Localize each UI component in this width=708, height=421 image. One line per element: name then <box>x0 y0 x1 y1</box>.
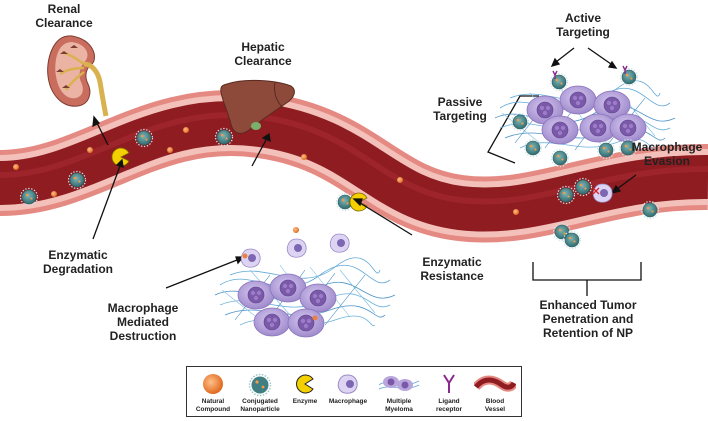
conjugated-nanoparticle-icon <box>248 373 272 397</box>
macrophages-lower <box>240 233 350 321</box>
legend-label: Ligand receptor <box>435 398 462 413</box>
legend-item-natural-compound: Natural Compound <box>191 367 235 418</box>
ligand-receptor-icon <box>443 374 455 393</box>
enzyme-icon <box>296 374 314 394</box>
legend-item-blood-vessel: Blood Vessel <box>471 367 519 418</box>
legend-label: Conjugated Nanoparticle <box>240 398 280 413</box>
kidney-icon <box>47 35 109 117</box>
legend-item-ligand-receptor: Ligand receptor <box>427 367 471 418</box>
liver-icon <box>220 79 295 134</box>
brackets <box>487 95 642 296</box>
legend-label: Blood Vessel <box>484 398 506 413</box>
hepatic-clearance-label: Hepatic Clearance <box>234 40 292 68</box>
enzymatic-degradation-label: Enzymatic Degradation <box>42 248 113 276</box>
blood-vessel-icon <box>474 375 516 392</box>
legend-label: Multiple Myeloma <box>385 398 413 413</box>
enhanced-tumor-label: Enhanced Tumor Penetration and Retention… <box>539 298 637 340</box>
arrows <box>92 47 637 289</box>
legend-item-enzyme: Enzyme <box>285 367 325 418</box>
legend-item-macrophage: Macrophage <box>325 367 371 418</box>
legend-box: Natural Compound Conjugated Nanoparticle… <box>186 366 522 417</box>
macrophage-icon <box>337 374 358 394</box>
vessel-compounds <box>13 127 519 233</box>
renal-clearance-label: Renal Clearance <box>35 2 93 30</box>
tumor-myeloma-upper <box>526 85 647 145</box>
active-targeting-label: Active Targeting <box>556 11 610 39</box>
legend-label: Natural Compound <box>195 398 231 413</box>
tumor-myeloma-lower <box>237 273 337 338</box>
natural-compound-icon <box>203 374 223 394</box>
macrophage-destruction-label: Macrophage Mediated Destruction <box>107 301 179 343</box>
multiple-myeloma-icon <box>378 376 420 391</box>
enzymatic-resistance-label: Enzymatic Resistance <box>420 255 484 283</box>
passive-targeting-label: Passive Targeting <box>433 95 487 123</box>
legend-item-conjugated-nanoparticle: Conjugated Nanoparticle <box>235 367 285 418</box>
macrophage-evasion <box>592 183 613 203</box>
legend-item-multiple-myeloma: Multiple Myeloma <box>371 367 427 418</box>
ligand-marks <box>552 65 628 79</box>
macrophage-evasion-label: Macrophage Evasion <box>631 140 703 168</box>
legend-label: Macrophage <box>328 398 368 405</box>
legend-label: Enzyme <box>292 398 318 405</box>
